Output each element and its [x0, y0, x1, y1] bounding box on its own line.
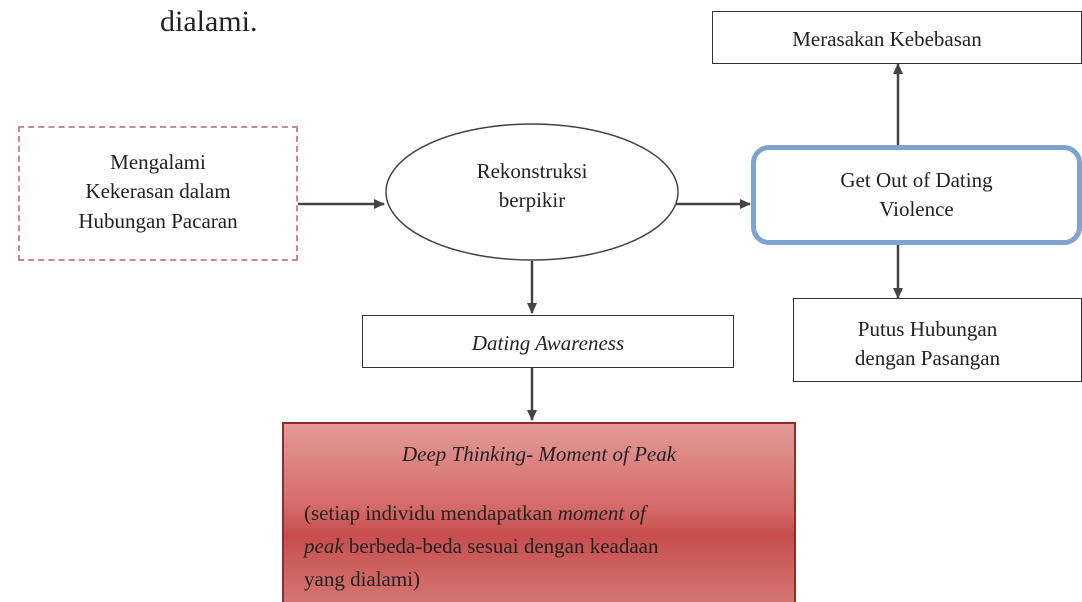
node-reconstruction: Rekonstruksi berpikir [432, 157, 632, 216]
experience-line-2: Kekerasan dalam [85, 179, 231, 204]
peak-body-line-3: yang dialami) [304, 567, 421, 591]
intro-text: dialami. [160, 5, 258, 38]
awareness-label: Dating Awareness [471, 331, 625, 355]
node-get-out: Get Out of Dating Violence [751, 145, 1082, 245]
node-peak: Deep Thinking- Moment of Peak (setiap in… [282, 422, 796, 602]
get-out-line-1: Get Out of Dating [840, 168, 993, 192]
node-awareness: Dating Awareness [362, 315, 734, 368]
peak-body: (setiap individu mendapatkan moment of p… [304, 497, 776, 596]
experience-line-1: Mengalami [110, 150, 206, 174]
break-up-line-2: dengan Pasangan [854, 346, 1001, 371]
reconstruction-ellipse [385, 123, 679, 261]
experience-line-3: Hubungan Pacaran [78, 208, 238, 233]
reconstruction-line-2: berpikir [498, 188, 566, 213]
peak-body-line-1: (setiap individu mendapatkan moment of [304, 497, 776, 530]
node-freedom: Merasakan Kebebasan [712, 11, 1082, 64]
reconstruction-line-1: Rekonstruksi [476, 159, 588, 183]
peak-body-part-2: berbeda-beda sesuai dengan keadaan [343, 534, 659, 558]
peak-title: Deep Thinking- Moment of Peak [401, 442, 677, 466]
get-out-line-2: Violence [879, 197, 954, 222]
peak-body-italic-2: peak [304, 534, 344, 558]
peak-body-italic-1: moment of [557, 501, 646, 525]
break-up-line-1: Putus Hubungan [857, 317, 998, 341]
peak-body-part-1: (setiap individu mendapatkan [304, 501, 558, 525]
node-break-up: Putus Hubungan dengan Pasangan [793, 298, 1082, 382]
node-experience: Mengalami Kekerasan dalam Hubungan Pacar… [18, 126, 298, 261]
peak-body-line-2: peak berbeda-beda sesuai dengan keadaan [304, 530, 776, 563]
freedom-label: Merasakan Kebebasan [792, 27, 982, 51]
